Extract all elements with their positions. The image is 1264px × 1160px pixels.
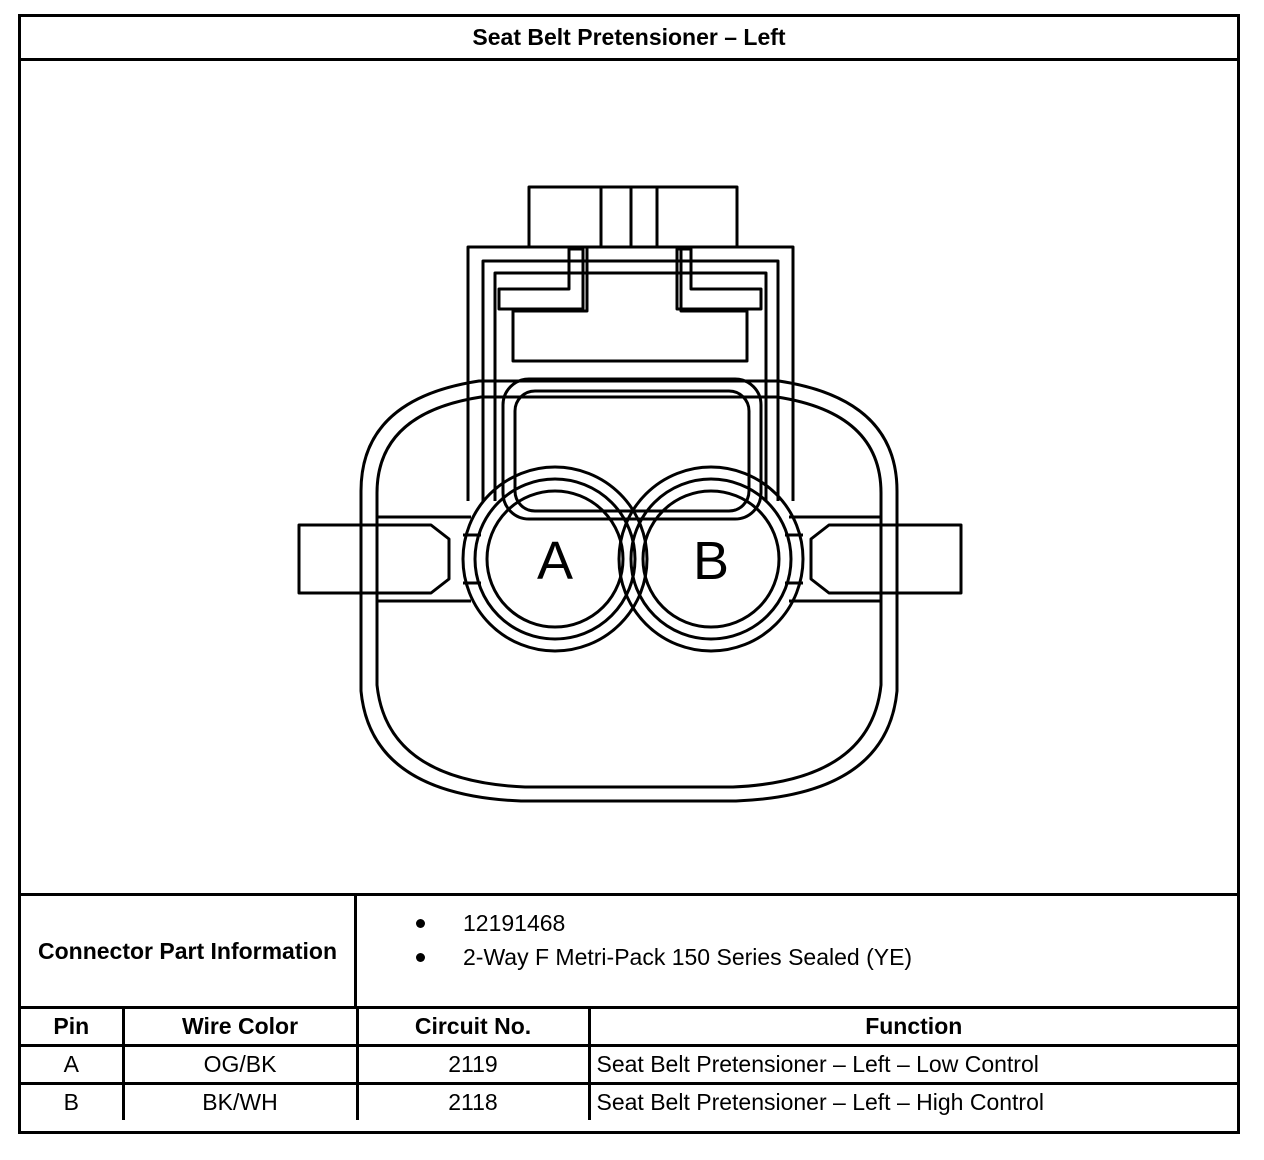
- cell-function: Seat Belt Pretensioner – Left – Low Cont…: [587, 1044, 1237, 1085]
- part-info-list: 12191468 2-Way F Metri-Pack 150 Series S…: [357, 896, 1237, 1016]
- connector-body-inner-outline: [375, 395, 883, 789]
- cell-circuit-no: 2118: [355, 1082, 591, 1120]
- latch-housing-inner2: [493, 271, 768, 501]
- cell-function: Seat Belt Pretensioner – Left – High Con…: [587, 1082, 1237, 1120]
- connector-sheet: Seat Belt Pretensioner – Left: [18, 14, 1240, 1134]
- part-info-label: Connector Part Information: [21, 896, 357, 1006]
- header-function: Function: [587, 1009, 1237, 1047]
- pin-label-b: B: [693, 531, 729, 591]
- part-number-item: 12191468: [357, 906, 1237, 940]
- bullet-icon: [416, 953, 425, 962]
- bullet-icon: [416, 919, 425, 928]
- pin-a-cavity-inner: [485, 489, 625, 629]
- header-pin: Pin: [21, 1009, 125, 1047]
- left-tab-rail: [377, 515, 471, 603]
- connector-type: 2-Way F Metri-Pack 150 Series Sealed (YE…: [463, 944, 913, 970]
- pin-a-cavity-mid: [473, 477, 637, 641]
- connector-part-information: Connector Part Information 12191468 2-Wa…: [21, 893, 1237, 1009]
- header-wire-color: Wire Color: [121, 1009, 359, 1047]
- latch-housing-inner: [481, 259, 780, 501]
- cell-wire-color: OG/BK: [121, 1044, 359, 1085]
- connector-type-item: 2-Way F Metri-Pack 150 Series Sealed (YE…: [357, 940, 1237, 974]
- latch-housing: [466, 245, 795, 501]
- pin-b-cavity-outer: [617, 465, 805, 653]
- page-title: Seat Belt Pretensioner – Left: [21, 17, 1237, 61]
- latch-top-block: [527, 185, 739, 249]
- pin-b-cavity-mid: [629, 477, 793, 641]
- connector-drawing: A B: [297, 185, 963, 803]
- left-locking-tab: [297, 523, 451, 595]
- right-locking-tab: [809, 523, 963, 595]
- pin-a-cavity-outer: [461, 465, 649, 653]
- pin-table: Pin Wire Color Circuit No. Function A OG…: [21, 1009, 1237, 1120]
- table-row: A OG/BK 2119 Seat Belt Pretensioner – Le…: [21, 1044, 1237, 1085]
- latch-left-ramp: [497, 247, 585, 311]
- pin-b-cavity-inner: [641, 489, 781, 629]
- latch-right-ramp: [675, 247, 763, 311]
- terminal-frame: [501, 377, 763, 521]
- pin-label-a: A: [537, 531, 573, 591]
- connector-body-outline: [359, 379, 899, 803]
- cell-circuit-no: 2119: [355, 1044, 591, 1085]
- header-circuit-no: Circuit No.: [355, 1009, 591, 1047]
- connector-diagram: A B: [21, 61, 1237, 893]
- terminal-frame-inner: [513, 389, 751, 513]
- cell-wire-color: BK/WH: [121, 1082, 359, 1120]
- right-tab-rail: [789, 515, 881, 603]
- seal-web: [463, 533, 803, 585]
- table-row: B BK/WH 2118 Seat Belt Pretensioner – Le…: [21, 1082, 1237, 1120]
- part-number: 12191468: [463, 910, 566, 936]
- latch-cavity: [511, 245, 749, 363]
- cell-pin: B: [21, 1082, 125, 1120]
- cell-pin: A: [21, 1044, 125, 1085]
- pin-table-header: Pin Wire Color Circuit No. Function: [21, 1009, 1237, 1047]
